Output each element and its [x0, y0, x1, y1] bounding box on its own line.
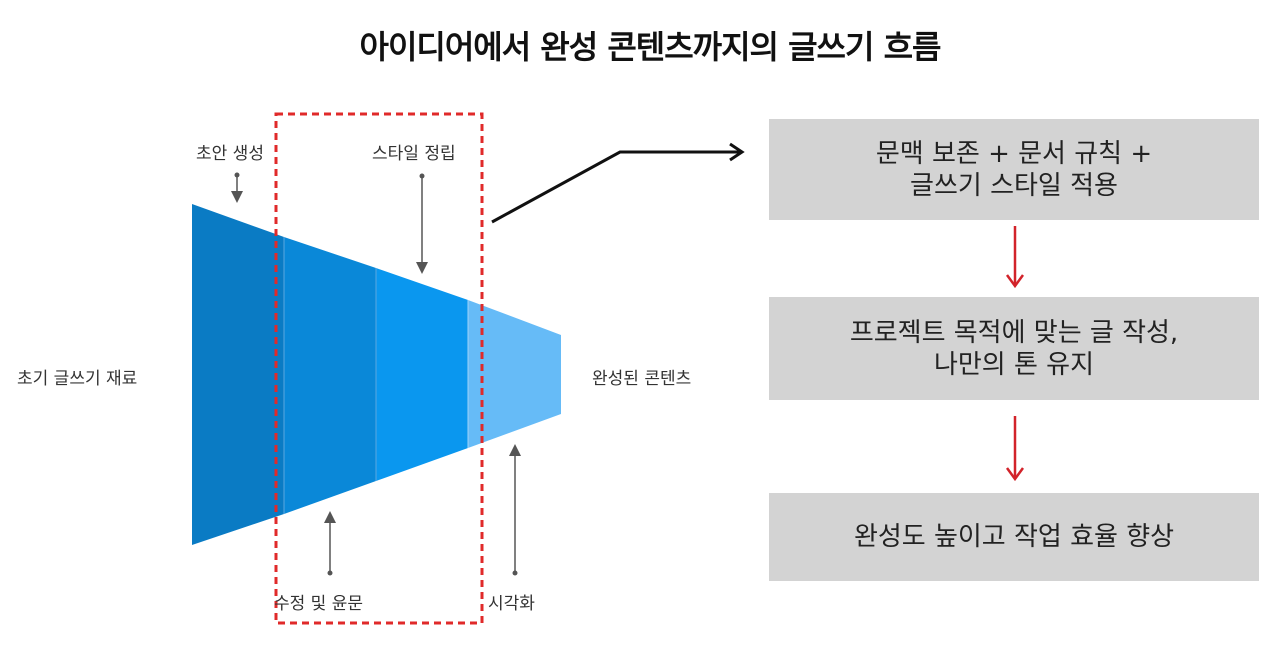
highlight-dashed-box — [274, 112, 484, 625]
funnel-input-label: 초기 글쓰기 재료 — [17, 369, 138, 389]
step-box-3-line-1: 완성도 높이고 작업 효율 향상 — [853, 522, 1175, 552]
funnel-segment-4 — [468, 300, 561, 448]
step-arrow-2 — [1005, 416, 1025, 482]
pointer-arrow-revise — [324, 511, 336, 576]
step-box-2-line-1: 프로젝트 목적에 맞는 글 작성, — [849, 317, 1179, 348]
diagram-title: 아이디어에서 완성 콘텐츠까지의 글쓰기 흐름 — [359, 28, 942, 66]
funnel-segment-3 — [376, 268, 468, 481]
funnel-segment-1 — [192, 204, 284, 545]
stage-label-visualize: 시각화 — [488, 594, 535, 614]
step-box-2-line-2: 나만의 톤 유지 — [933, 349, 1095, 380]
pointer-arrow-draft — [231, 172, 243, 203]
step-box-1-line-1: 문맥 보존 + 문서 규칙 + — [875, 138, 1153, 169]
stage-label-style: 스타일 정립 — [372, 144, 456, 164]
funnel-output-label: 완성된 콘텐츠 — [592, 369, 692, 389]
step-box-1-line-2: 글쓰기 스타일 적용 — [910, 170, 1118, 201]
connector-arrow — [491, 150, 740, 224]
pointer-arrow-style — [416, 173, 428, 274]
stage-label-draft: 초안 생성 — [196, 144, 264, 164]
step-arrow-1 — [1005, 226, 1025, 289]
stage-label-revise: 수정 및 윤문 — [274, 594, 364, 614]
step-box-1: 문맥 보존 + 문서 규칙 + 글쓰기 스타일 적용 — [769, 119, 1259, 220]
step-box-2: 프로젝트 목적에 맞는 글 작성, 나만의 톤 유지 — [769, 297, 1259, 400]
pointer-arrow-visualize — [509, 444, 521, 576]
funnel-segment-2 — [284, 237, 376, 514]
step-box-3: 완성도 높이고 작업 효율 향상 — [769, 493, 1259, 581]
